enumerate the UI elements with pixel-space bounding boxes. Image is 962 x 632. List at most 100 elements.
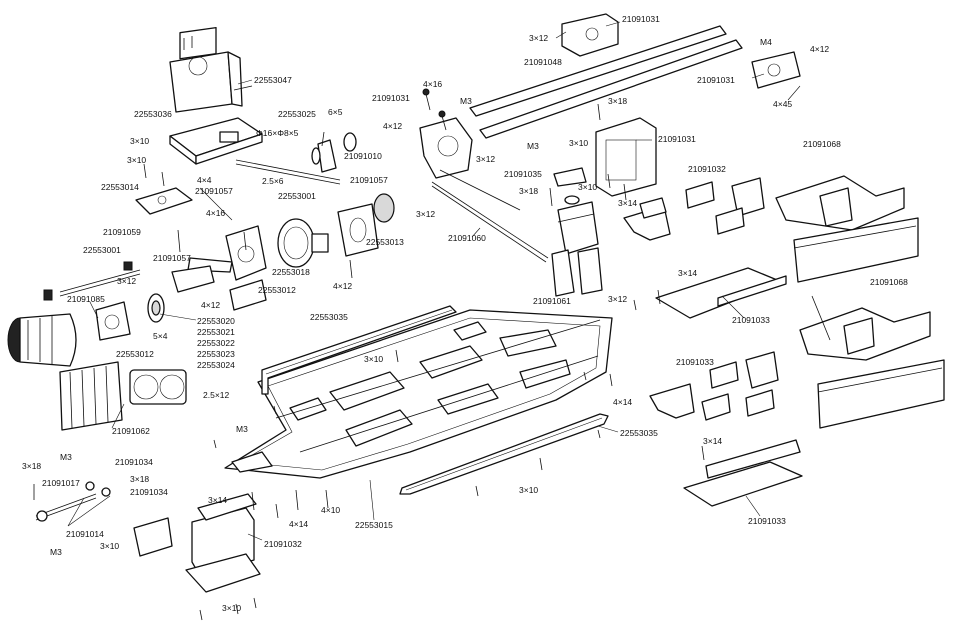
part-label: 3×12 (416, 209, 435, 219)
spur-gear-diff (277, 218, 329, 268)
part-label: 21091031 (622, 14, 660, 24)
part-labels: 21091031 3×12 21091048 M4 4×12 21091031 … (22, 14, 908, 613)
screws (33, 88, 831, 621)
part-label: 21091034 (115, 457, 153, 467)
diff-holder-right (337, 203, 379, 257)
part-label: 21091031 (697, 75, 735, 85)
part-label: 3×18 (608, 96, 627, 106)
bearing-hub-center (311, 132, 357, 173)
part-label: 3×14 (703, 436, 722, 446)
part-label: 22553014 (101, 182, 139, 192)
part-label: 2.5×6 (262, 176, 284, 186)
part-label: 22553023 (197, 349, 235, 359)
part-label: 21091033 (676, 357, 714, 367)
part-label: 3×12 (117, 276, 136, 286)
part-label: 3×10 (130, 136, 149, 146)
leader-lines (67, 21, 801, 541)
part-label: 3×18 (519, 186, 538, 196)
part-label: 22553013 (366, 237, 404, 247)
part-label: 21091033 (748, 516, 786, 526)
part-label: 4×12 (333, 281, 352, 291)
pinion-gear (147, 293, 165, 323)
bearing-block-front (419, 117, 473, 179)
part-label: 21091031 (658, 134, 696, 144)
steering-bellcrank (171, 257, 233, 293)
part-label: 3×12 (529, 33, 548, 43)
part-label: 4×16 (423, 79, 442, 89)
part-label: 21091031 (372, 93, 410, 103)
part-label: 22553022 (197, 338, 235, 348)
servo (557, 195, 599, 255)
battery-plate-front (655, 267, 787, 319)
part-label: 22553025 (278, 109, 316, 119)
servo-mount (551, 247, 603, 297)
rear-top-brace-holder (751, 51, 801, 89)
part-label: 4×14 (613, 397, 632, 407)
battery-posts-rear (649, 351, 779, 421)
part-label: M3 (460, 96, 472, 106)
part-label: 22553015 (355, 520, 393, 530)
main-chassis-plate (224, 309, 613, 479)
part-label: 4×12 (383, 121, 402, 131)
part-label: 3×18 (130, 474, 149, 484)
receiver-box-bottom (185, 493, 261, 593)
part-label: 3×12 (608, 294, 627, 304)
part-label: 21091060 (448, 233, 486, 243)
part-label: 21091014 (66, 529, 104, 539)
part-label: 3×10 (578, 182, 597, 192)
part-label: 22553018 (272, 267, 310, 277)
battery-block-front (793, 217, 919, 283)
part-label: 4×16 (206, 208, 225, 218)
driveshaft-long (43, 261, 141, 301)
part-label: 21091068 (870, 277, 908, 287)
part-label: M3 (236, 424, 248, 434)
part-label: 3×12 (476, 154, 495, 164)
part-label: 3×10 (100, 541, 119, 551)
part-label: 21091061 (533, 296, 571, 306)
side-rail-right (399, 413, 609, 495)
fan-heatsink (59, 361, 123, 431)
part-label: 22553021 (197, 327, 235, 337)
part-label: 22553035 (310, 312, 348, 322)
part-label: 21091048 (524, 57, 562, 67)
part-label: 22553012 (116, 349, 154, 359)
diff-cup-right (373, 193, 395, 223)
part-label: 21091057 (195, 186, 233, 196)
motor-mount (95, 301, 131, 341)
part-label: M4 (760, 37, 772, 47)
part-label: 4×45 (773, 99, 792, 109)
part-label: 4×12 (810, 44, 829, 54)
part-label: 21091085 (67, 294, 105, 304)
part-label: 22553020 (197, 316, 235, 326)
battery-stopper-rear (799, 307, 931, 361)
esc-unit (169, 26, 253, 113)
rear-receiver-box (595, 117, 657, 197)
part-label: 5×4 (153, 331, 168, 341)
part-label: 21091032 (688, 164, 726, 174)
part-label: 21091032 (264, 539, 302, 549)
part-label: 3×14 (208, 495, 227, 505)
part-label: 22553012 (258, 285, 296, 295)
part-label: 4×4 (197, 175, 212, 185)
part-label: 2.5×12 (203, 390, 230, 400)
part-label: 3×10 (519, 485, 538, 495)
top-brace-tubes (469, 25, 743, 139)
servo-saver (553, 167, 587, 187)
part-label: 21091017 (42, 478, 80, 488)
part-label: 21091062 (112, 426, 150, 436)
part-label: 3×18 (22, 461, 41, 471)
part-label: 22553035 (620, 428, 658, 438)
center-driveshaft (235, 159, 341, 185)
part-label: 21091059 (103, 227, 141, 237)
part-label: 3×10 (364, 354, 383, 364)
part-label: 22553001 (83, 245, 121, 255)
part-label: 4×10 (321, 505, 340, 515)
part-label: M3 (60, 452, 72, 462)
battery-plate-rear (683, 439, 803, 507)
part-label: 22553036 (134, 109, 172, 119)
part-label: 21091035 (504, 169, 542, 179)
part-label: 3×10 (127, 155, 146, 165)
part-label: M3 (50, 547, 62, 557)
side-rail-left (261, 305, 457, 395)
